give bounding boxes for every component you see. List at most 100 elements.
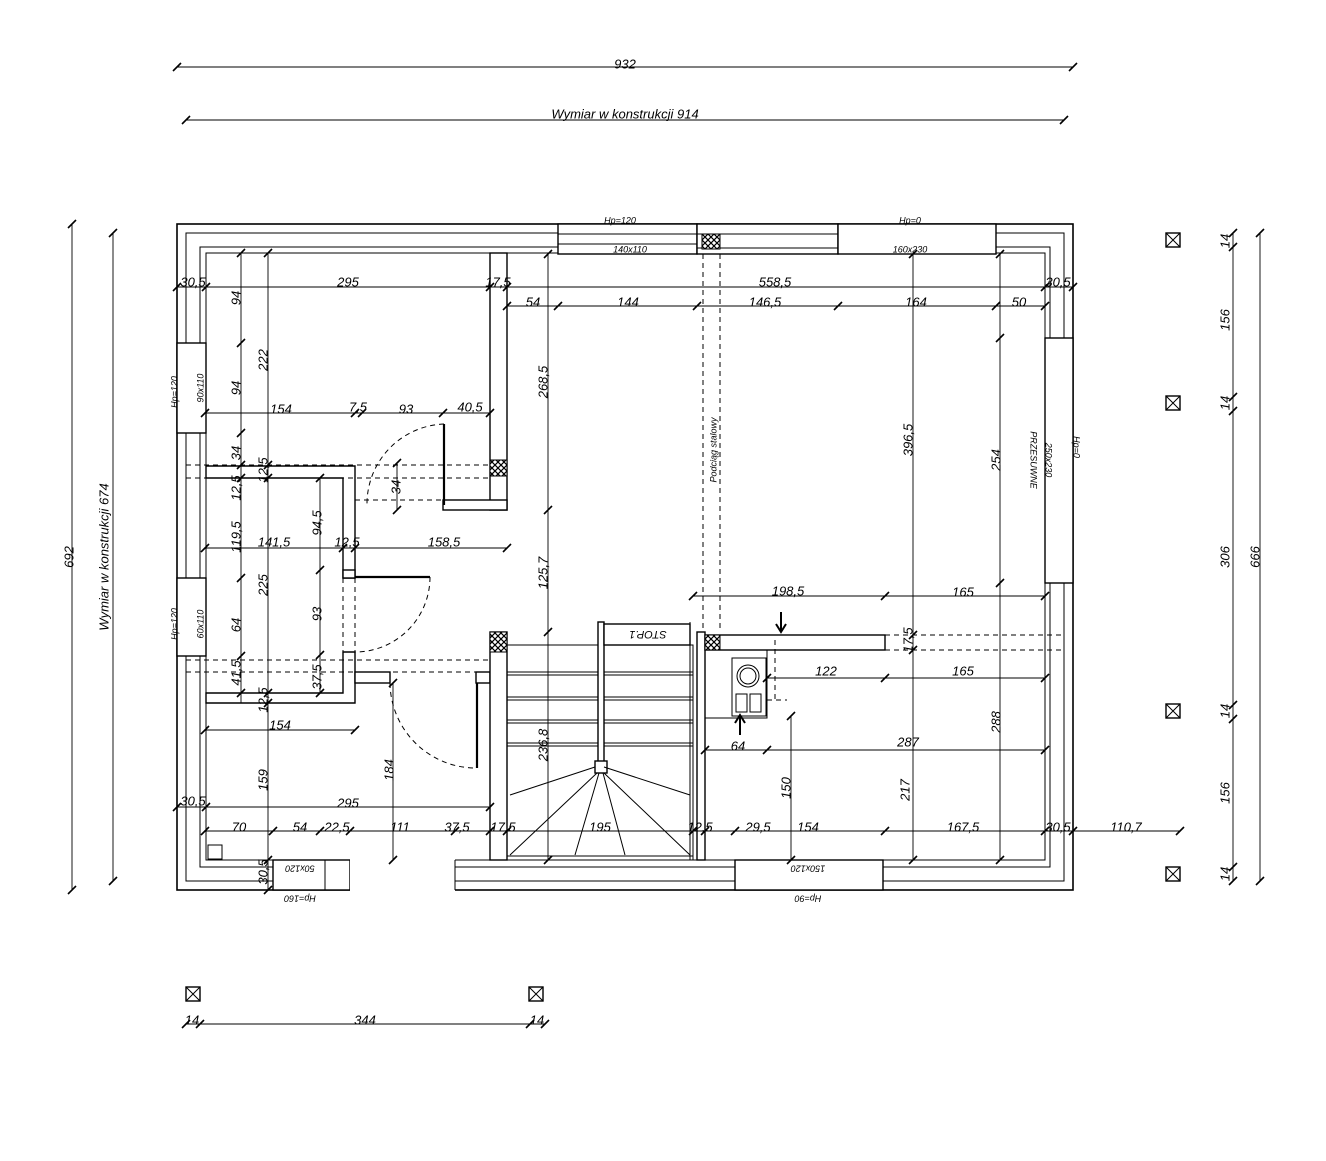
dimension-label: 268,5	[535, 365, 550, 399]
dimension-label: 119,5	[228, 520, 243, 552]
dimension-tick	[1059, 115, 1069, 125]
dimension-label: 146,5	[749, 294, 782, 309]
window-size: 90x110	[195, 374, 205, 403]
dimension-tick	[315, 826, 325, 836]
dimension-label: 558,5	[759, 274, 792, 289]
dimension-tick	[1228, 714, 1238, 724]
dimension-label: 54	[293, 819, 307, 834]
window-top-160x230	[837, 223, 997, 255]
dimension-label: 236,8	[535, 728, 550, 762]
dimension-tick	[908, 249, 918, 259]
dimension-label: 14	[1217, 234, 1232, 248]
dimension-tick	[438, 408, 448, 418]
dimension-label: 154	[269, 717, 291, 732]
dimension-tick	[350, 543, 360, 553]
dimension-label: 7,5	[349, 399, 368, 414]
dimension-label: 12,5	[687, 819, 713, 834]
dimension-tick	[553, 301, 563, 311]
dimension-tick	[350, 725, 360, 735]
dimension-tick	[236, 573, 246, 583]
dimension-label: 34	[388, 480, 403, 494]
dimension-label: 144	[617, 294, 639, 309]
door-size: 250x230	[1044, 442, 1054, 478]
dimension-tick	[688, 591, 698, 601]
dimension-tick	[263, 460, 273, 470]
dimension-label: 12,5	[255, 457, 270, 483]
dimension-label: 30,5	[1045, 274, 1071, 289]
entrance-opening	[350, 859, 456, 891]
dimension-tick	[1040, 282, 1050, 292]
dimension-tick	[762, 673, 772, 683]
dimension-tick	[908, 645, 918, 655]
dimension-tick	[880, 673, 890, 683]
dimension-tick	[485, 408, 495, 418]
dimension-tick	[1175, 826, 1185, 836]
dimension-tick	[995, 333, 1005, 343]
dimension-label: 111	[390, 819, 410, 834]
dimension-tick	[908, 630, 918, 640]
dimension-tick	[880, 826, 890, 836]
overall-height: 692	[61, 545, 76, 567]
dimension-label: 93	[399, 401, 414, 416]
dimension-tick	[108, 876, 118, 886]
column-marker-icon	[1165, 232, 1181, 248]
dimension-label: 17,5	[490, 819, 516, 834]
window-size: 50x120	[285, 864, 315, 874]
dimension-label: 17,5	[485, 274, 511, 289]
dimension-tick	[315, 565, 325, 575]
dimension-tick	[502, 301, 512, 311]
window-sill-height: Hp=120	[169, 608, 179, 640]
dimension-label: 17,5	[900, 627, 915, 653]
dimension-label: 165	[952, 584, 974, 599]
dimension-label: 287	[896, 734, 919, 749]
dimension-label: 14	[1217, 867, 1232, 881]
dimension-label: 22,5	[323, 819, 350, 834]
dimension-tick	[485, 282, 495, 292]
dimension-tick	[200, 725, 210, 735]
dimension-tick	[543, 855, 553, 865]
dimension-label: 295	[336, 274, 359, 289]
dimension-label: 195	[589, 819, 611, 834]
dimension-tick	[700, 826, 710, 836]
dimension-tick	[200, 826, 210, 836]
dimension-tick	[525, 1019, 535, 1029]
dimension-tick	[1228, 862, 1238, 872]
dimension-label: 94	[228, 381, 243, 395]
window-size: 160x230	[893, 244, 928, 254]
dimension-label: 666	[1247, 545, 1262, 567]
dimension-label: 14	[530, 1012, 544, 1027]
dimension-tick	[268, 826, 278, 836]
dimension-tick	[236, 338, 246, 348]
dimension-label: 198,5	[772, 583, 805, 598]
dimension-label: 14	[1217, 396, 1232, 410]
dimension-tick	[485, 802, 495, 812]
dimension-tick	[540, 1019, 550, 1029]
dimension-tick	[236, 428, 246, 438]
dimension-label: 288	[988, 710, 1003, 733]
dimension-label: 30,5	[180, 793, 206, 808]
steel-beam-label: Podciąg stalowy	[708, 417, 718, 483]
dimension-label: 37,5	[444, 819, 470, 834]
window-size: 150x120	[791, 864, 826, 874]
dimension-tick	[263, 473, 273, 483]
dimension-tick	[172, 282, 182, 292]
dimension-label: 154	[797, 819, 819, 834]
dimension-label: 156	[1217, 781, 1232, 803]
dimension-tick	[688, 826, 698, 836]
dimension-tick	[1040, 826, 1050, 836]
sliding-door-label: PRZESUWNE	[1029, 431, 1039, 489]
window-left-90x110	[176, 342, 207, 434]
dimension-label: 30,5	[255, 859, 270, 885]
dimension-label: 30,5	[1045, 819, 1071, 834]
dimension-tick	[762, 745, 772, 755]
dimension-tick	[502, 543, 512, 553]
dimension-label: 64	[731, 738, 745, 753]
column-marker-icon	[1165, 703, 1181, 719]
dimension-tick	[172, 62, 182, 72]
dimension-tick	[543, 505, 553, 515]
dimension-label: 306	[1217, 545, 1232, 567]
dimension-tick	[67, 219, 77, 229]
dimension-tick	[1040, 673, 1050, 683]
chimney-top	[696, 223, 839, 255]
